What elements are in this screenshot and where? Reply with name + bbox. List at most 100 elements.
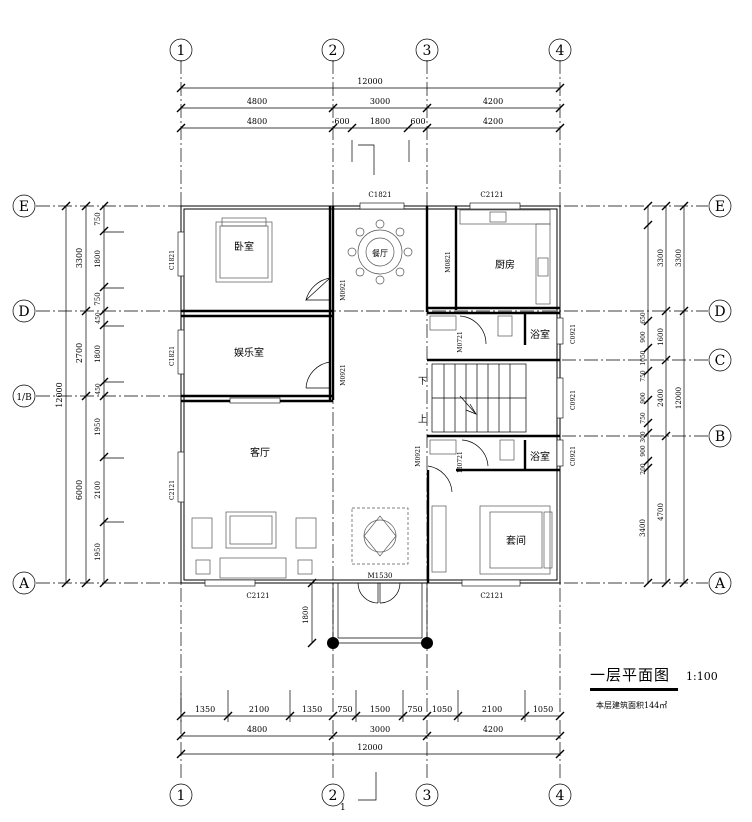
dim-top-r1-3: 4200: [483, 97, 503, 106]
svg-text:A: A: [714, 576, 726, 592]
top-dimensions: 12000 4800 3000 4200 4800 600 1800 600 4…: [176, 77, 565, 175]
axis-bubbles: 1 2 3 4 1 2 3 4 E D 1/B A E D C B A: [12, 38, 732, 807]
bath-fixtures-lower-icon: [429, 439, 515, 461]
dim-right-i4: 750: [640, 370, 647, 382]
dim-bot-r1-7: 1050: [432, 705, 452, 714]
dim-bot-r2-2: 3000: [370, 725, 390, 734]
dim-bot-r1-1: 1350: [195, 705, 215, 714]
section-mark-top: [358, 144, 375, 175]
axis-bubble-1-bottom: 1: [169, 783, 193, 807]
svg-text:3: 3: [423, 788, 432, 804]
bath-fixtures-upper-icon: [429, 315, 513, 337]
door-stair-hall: [427, 465, 453, 493]
dim-left-i1: 750: [94, 212, 102, 225]
dim-right-i8: 900: [640, 445, 647, 457]
walls: [177, 202, 564, 587]
label-c1821-left2: C1821: [169, 346, 176, 366]
axis-bubble-B-right: B: [708, 424, 732, 448]
label-c0921-b: C0921: [570, 390, 577, 410]
staircase: 下 上: [418, 363, 527, 433]
dim-bot-r1-5: 1500: [370, 705, 390, 714]
dim-left-i6: 450: [95, 383, 102, 395]
room-label-dining: 餐厅: [372, 249, 388, 258]
dim-right-i9: 200: [640, 463, 647, 475]
label-c1821-top: C1821: [368, 191, 391, 199]
label-c0921-c: C0921: [570, 446, 577, 466]
kitchen-counter-icon: [459, 209, 551, 305]
dim-left-total: 12000: [55, 382, 64, 407]
column-left: [327, 637, 339, 649]
dim-left-i9: 1950: [94, 543, 102, 561]
bed-icon: [215, 217, 273, 283]
right-dimensions: 650 900 1050 750 900 750 300 900 200 340…: [639, 201, 689, 588]
label-c2121-bottom-left: C2121: [246, 592, 269, 600]
dim-top-r1-1: 4800: [247, 97, 267, 106]
furniture: [191, 209, 553, 579]
svg-text:2: 2: [329, 788, 338, 804]
dim-right-i5: 900: [640, 392, 647, 404]
axis-bubble-A-right: A: [708, 571, 732, 595]
dim-left-i8: 2100: [94, 481, 102, 499]
door-entrance-right: [379, 582, 401, 604]
dim-left-i7: 1950: [94, 418, 102, 436]
axis-bubble-D-right: D: [708, 299, 732, 323]
axis-bubble-4-top: 4: [548, 38, 572, 62]
svg-text:1: 1: [177, 788, 186, 804]
label-c2121-bottom-right: C2121: [480, 592, 503, 600]
door-bedroom: [305, 277, 332, 302]
label-c2121-top: C2121: [480, 191, 503, 199]
axis-bubble-3-bottom: 3: [415, 783, 439, 807]
axis-bubble-4-bottom: 4: [548, 783, 572, 807]
dim-left-i3: 750: [94, 292, 102, 305]
svg-text:E: E: [19, 199, 29, 215]
drawing-title: 一层平面图: [590, 666, 671, 684]
svg-text:4: 4: [556, 43, 565, 59]
axis-bubble-3-top: 3: [415, 38, 439, 62]
svg-text:C: C: [715, 353, 726, 369]
dining-table-icon: [347, 219, 413, 285]
label-c0921-a: C0921: [570, 324, 577, 344]
dim-right-o1: 3300: [675, 249, 683, 267]
dim-left-o1: 3300: [75, 248, 84, 268]
dim-top-r2-2: 600: [334, 117, 349, 126]
room-label-suite: 套间: [506, 534, 526, 547]
dim-bot-r1-2: 2100: [249, 705, 269, 714]
dim-right-o2: 12000: [675, 387, 683, 409]
door-entrance-left: [357, 582, 379, 604]
dim-bot-r1-6: 750: [407, 705, 422, 714]
dim-right-m1: 3300: [657, 249, 665, 267]
dim-left-o3: 6000: [75, 480, 84, 500]
title-underline: [590, 688, 678, 691]
room-label-entertainment: 娱乐室: [234, 346, 264, 359]
rug-icon: [351, 507, 409, 565]
entrance-porch: 1800: [302, 578, 433, 649]
suite-bed-icon: [431, 505, 553, 575]
axis-bubble-1-top: 1: [169, 38, 193, 62]
label-m1530: M1530: [368, 572, 393, 580]
svg-text:1: 1: [340, 803, 346, 813]
dim-left-i4: 450: [95, 312, 102, 324]
stair-down-label: 下: [418, 377, 427, 387]
axis-bubble-2-top: 2: [321, 38, 345, 62]
dim-right-i3: 1050: [640, 350, 647, 365]
door-bath-upper: [459, 315, 487, 345]
svg-text:B: B: [715, 429, 725, 445]
dim-bot-r1-4: 750: [337, 705, 352, 714]
svg-text:2: 2: [329, 43, 338, 59]
label-c2121-left: C2121: [169, 480, 176, 500]
dim-right-m2: 1600: [657, 328, 665, 346]
door-entertainment: [305, 361, 331, 389]
svg-text:D: D: [714, 304, 725, 320]
label-c1821-left1: C1821: [169, 250, 176, 270]
dim-right-i7: 300: [640, 431, 647, 443]
room-label-living: 客厅: [250, 446, 270, 459]
stair-up-label: 上: [418, 414, 427, 425]
dim-right-m3: 2400: [657, 389, 665, 407]
dim-bot-r2-3: 4200: [483, 725, 503, 734]
dim-bot-total: 12000: [357, 743, 382, 752]
room-label-bedroom: 卧室: [234, 240, 254, 253]
axis-bubble-E-left: E: [12, 194, 36, 218]
room-labels: 卧室 餐厅 厨房 娱乐室 客厅 浴室 浴室 套间: [234, 240, 550, 547]
svg-text:4: 4: [556, 788, 565, 804]
